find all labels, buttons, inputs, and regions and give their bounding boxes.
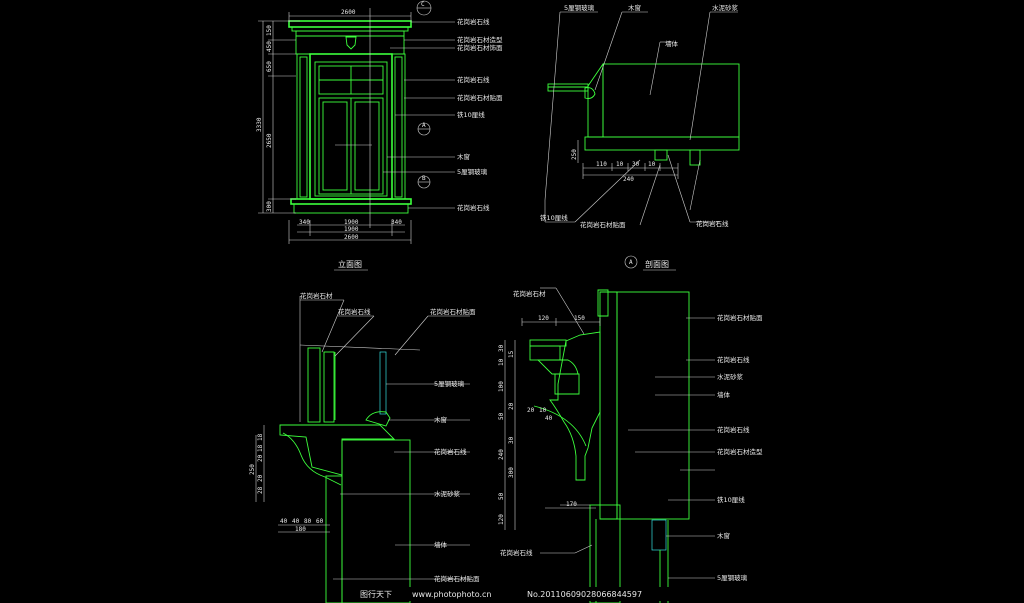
sec-bubble: A: [629, 259, 633, 266]
dr-label-left: 花岗岩石线: [500, 548, 533, 557]
elevation-caption: 立面图: [338, 259, 362, 269]
dr-dim-m1: 20: [527, 407, 535, 414]
elev-dim-top: 2600: [341, 9, 356, 16]
elev-label-1: 花岗岩石线: [457, 17, 490, 26]
section-view: 110 10 30 10 240 250 5厘钢玻璃 木窗 墙体 水泥砂浆: [540, 3, 740, 271]
elev-dim-b5: 2600: [344, 234, 359, 241]
dr-label-5: 花岗岩石线: [717, 425, 750, 434]
dl-label-4: 5厘钢玻璃: [434, 379, 465, 388]
dr-label-3: 水泥砂浆: [717, 372, 744, 381]
sec-label-2: 木窗: [628, 3, 641, 12]
sec-label-1: 5厘钢玻璃: [564, 3, 595, 12]
sec-label-7: 花岗岩石线: [696, 219, 729, 228]
elev-dim-b1: 340: [299, 219, 310, 226]
sec-dim-b2: 10: [616, 161, 624, 168]
dl-label-6: 花岗岩石线: [434, 447, 467, 456]
watermark-site: 图行天下: [360, 589, 392, 599]
elev-label-5: 花岗岩石材贴面: [457, 93, 503, 102]
sec-dim-b5: 240: [623, 176, 634, 183]
dl-dim-3: 20: [257, 454, 264, 462]
dr-label-2: 花岗岩石线: [717, 355, 750, 364]
dl-label-2: 花岗岩石线: [338, 307, 371, 316]
dl-dim-b2: 40: [292, 518, 300, 525]
dl-dim-9: 28: [257, 486, 264, 494]
dl-dim-7: 20: [257, 474, 264, 482]
elev-bubble-c: C: [421, 1, 425, 8]
dr-dim-m3: 40: [545, 415, 553, 422]
dr-dim-l2: 15: [508, 350, 515, 358]
dl-label-7: 水泥砂浆: [434, 489, 461, 498]
detail-left-view: 18 18 20 250 20 28 40 40 80 60 180 花岗岩石材…: [249, 291, 480, 603]
dr-dim-l8: 240: [498, 449, 505, 460]
elev-dim-l1: 150: [266, 25, 273, 36]
elev-label-6: 铁10厘线: [457, 110, 485, 119]
watermark-url: www.photophoto.cn: [412, 590, 491, 599]
dr-dim-l3: 10: [498, 358, 505, 366]
section-caption: 剖面图: [645, 259, 669, 269]
dr-dim-l9: 300: [508, 467, 515, 478]
dr-dim-l10: 50: [498, 492, 505, 500]
dr-label-4: 墙体: [717, 390, 731, 399]
dr-dim-t1: 120: [538, 315, 549, 322]
dl-label-8: 墙体: [434, 540, 448, 549]
dr-dim-t2: 150: [574, 315, 585, 322]
elev-label-9: 花岗岩石线: [457, 203, 490, 212]
elev-label-4: 花岗岩石线: [457, 75, 490, 84]
elev-dim-l6: 300: [266, 201, 273, 212]
dl-dim-b1: 40: [280, 518, 288, 525]
dl-dim-b3: 80: [304, 518, 312, 525]
dl-label-5: 木窗: [434, 415, 447, 424]
elev-label-3: 花岗岩石材饰面: [457, 43, 503, 52]
dr-dim-l7: 30: [508, 436, 515, 444]
dr-dim-m2: 10: [539, 407, 547, 414]
elev-dim-b3: 340: [391, 219, 402, 226]
detail-right-view: 120 150 30 15 10 100 20 50 30 240 300 50…: [498, 287, 763, 603]
dr-label-9: 5厘钢玻璃: [717, 573, 748, 582]
dl-dim-6: 250: [249, 464, 256, 475]
dl-label-9: 花岗岩石材贴面: [434, 574, 480, 583]
sec-label-3: 墙体: [665, 39, 679, 48]
elev-dim-l4: 3330: [256, 117, 263, 132]
dr-label-1: 花岗岩石材贴面: [717, 313, 763, 322]
dl-label-1: 花岗岩石材: [300, 291, 333, 300]
dr-dim-l5: 20: [508, 402, 515, 410]
elev-dim-l5: 2650: [266, 133, 273, 148]
dl-dim-2: 18: [257, 444, 264, 452]
dr-dim-l1: 30: [498, 344, 505, 352]
elev-bubble-a: A: [422, 122, 426, 129]
dr-label-8: 木窗: [717, 531, 730, 540]
elev-label-7: 木窗: [457, 152, 470, 161]
sec-label-4: 水泥砂浆: [712, 3, 739, 12]
dr-dim-m4: 170: [566, 501, 577, 508]
dr-dim-l6: 50: [498, 412, 505, 420]
dr-label-6: 花岗岩石材造型: [717, 447, 763, 456]
dl-dim-b5: 180: [295, 526, 306, 533]
dl-label-3: 花岗岩石材贴面: [430, 307, 476, 316]
sec-label-6: 花岗岩石材贴面: [580, 220, 626, 229]
elev-label-2: 花岗岩石材造型: [457, 35, 503, 44]
elevation-view: 2600 150 450 650 3330 2650 300 340 1900 …: [256, 0, 503, 271]
dr-dim-l4: 100: [498, 381, 505, 392]
elev-dim-b2: 1900: [344, 219, 359, 226]
dr-dim-l11: 120: [498, 514, 505, 525]
sec-dim-b1: 110: [596, 161, 607, 168]
elev-dim-l2: 450: [266, 41, 273, 52]
elev-bubble-b: B: [422, 175, 426, 182]
watermark-id: No.20110609028066844597: [527, 590, 642, 599]
elev-dim-l3: 650: [266, 61, 273, 72]
elev-dim-b4: 1900: [344, 226, 359, 233]
dl-dim-1: 18: [257, 433, 264, 441]
sec-dim-b3: 30: [632, 161, 640, 168]
dr-label-0: 花岗岩石材: [513, 289, 546, 298]
sec-dim-l: 250: [571, 149, 578, 160]
sec-label-5: 铁10厘线: [540, 213, 568, 222]
sec-dim-b4: 10: [648, 161, 656, 168]
dl-dim-b4: 60: [316, 518, 324, 525]
elev-label-8: 5厘钢玻璃: [457, 167, 488, 176]
dr-label-7: 铁10厘线: [717, 495, 745, 504]
